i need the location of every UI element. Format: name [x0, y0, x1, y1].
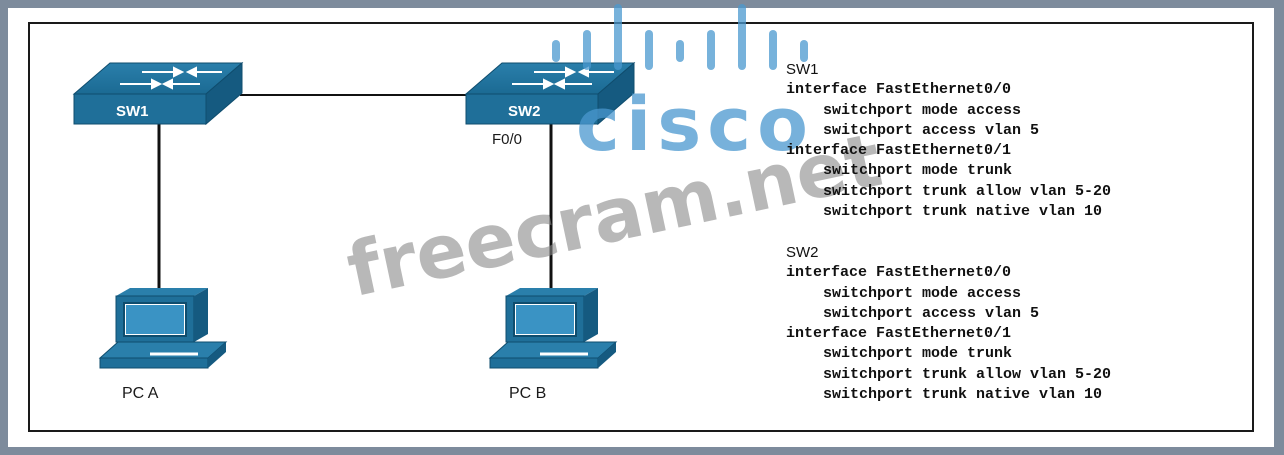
diagram-border: [28, 22, 1254, 432]
config-interface-line: interface FastEthernet0/1: [786, 325, 1012, 343]
config-command-line: switchport mode trunk: [823, 345, 1013, 363]
config-command-line: switchport trunk native vlan 10: [823, 203, 1103, 221]
cisco-watermark: cisco: [576, 82, 814, 168]
pc-a-label: PC A: [122, 385, 159, 402]
sw2-config-block: SW2 interface FastEthernet0/0 switchport m…: [786, 243, 1111, 405]
computer-icon: [98, 288, 228, 369]
config-command-line: switchport trunk allow vlan 5-20: [823, 365, 1112, 383]
config-device-header: SW1: [786, 61, 819, 78]
config-command-line: switchport mode trunk: [823, 162, 1013, 180]
config-command-line: switchport mode access: [823, 101, 1022, 119]
sw2-label: SW2: [508, 103, 541, 120]
config-command-line: switchport trunk native vlan 10: [823, 386, 1103, 404]
sw2-port-label: F0/0: [492, 131, 522, 148]
computer-icon: [488, 288, 618, 369]
config-device-header: SW2: [786, 244, 819, 261]
config-interface-line: interface FastEthernet0/1: [786, 142, 1012, 160]
config-command-line: switchport access vlan 5: [823, 121, 1040, 139]
cisco-bars-logo: [552, 4, 808, 70]
config-command-line: switchport mode access: [823, 284, 1022, 302]
switch-sw1: SW1: [72, 61, 244, 126]
config-interface-line: interface FastEthernet0/0: [786, 264, 1012, 282]
pc-a: PC A: [98, 288, 228, 402]
config-command-line: switchport trunk allow vlan 5-20: [823, 182, 1112, 200]
pc-b: PC B: [488, 288, 618, 402]
config-command-line: switchport access vlan 5: [823, 304, 1040, 322]
config-interface-line: interface FastEthernet0/0: [786, 81, 1012, 99]
sw1-config-block: SW1 interface FastEthernet0/0 switchport m…: [786, 60, 1111, 222]
switch-arrows-icon: [512, 66, 614, 90]
sw1-label: SW1: [116, 103, 149, 120]
pc-b-label: PC B: [509, 385, 546, 402]
switch-sw2: SW2 F0/0: [464, 61, 636, 148]
switch-arrows-icon: [120, 66, 222, 90]
